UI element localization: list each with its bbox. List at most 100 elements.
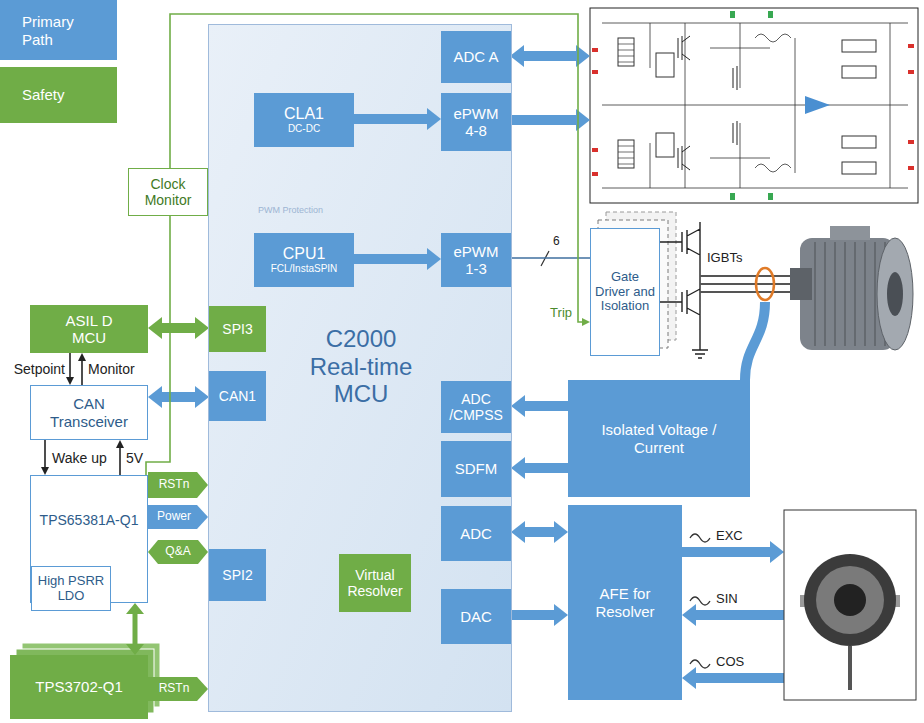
node-text: RSTn (150, 478, 198, 492)
cpu-core: CPU1FCL/InstaSPIN (254, 233, 354, 287)
arrowhead (41, 467, 49, 475)
node-text: ADC (445, 525, 507, 542)
node-text: SPI3 (213, 321, 262, 337)
node-text: High PSRR LDO (36, 574, 106, 604)
resolver-afe: AFE for Resolver (568, 505, 682, 700)
connector-line (511, 610, 556, 620)
can-port: CAN1 (209, 371, 266, 421)
motor-cable (745, 302, 765, 380)
arrowhead (554, 604, 568, 626)
connector-line (523, 527, 556, 537)
node-text: ePWM 4-8 (445, 105, 507, 140)
traction-motor (887, 272, 903, 316)
mcu-ground (208, 24, 512, 712)
text-group: ePWM 1-3 (445, 243, 507, 278)
node-text: ADC /CMPSS (445, 391, 507, 423)
arrow-shape (148, 472, 208, 498)
text-group: TPS65381A-Q1 (35, 512, 143, 528)
connector-line (146, 216, 170, 475)
connector (78, 353, 86, 385)
resolver-illustration (848, 646, 852, 690)
text-group: SPI2 (213, 567, 262, 583)
resolver-arrows (682, 541, 784, 563)
connector (354, 248, 441, 270)
legend-item: Primary Path (0, 0, 117, 60)
mcu-block: C2000 Real-time MCU ADC A CLA1DC-DC ePWM 4-… (208, 24, 512, 712)
arrowhead (148, 386, 162, 408)
text-group: CAN Transceiver (35, 395, 143, 430)
converter-schematic (590, 8, 918, 203)
connector-line (170, 14, 583, 322)
adc-block: ADC A (441, 31, 511, 83)
converter-schematic (730, 193, 735, 200)
node-text: ADC A (445, 48, 507, 65)
motor-cable (756, 268, 774, 300)
text-group: RSTn (150, 682, 206, 696)
converter-schematic (842, 66, 876, 78)
pmic-box: TPS65381A-Q1High PSRR LDO (30, 475, 148, 603)
gate-driver: Gate Driver and Isolation (590, 228, 660, 356)
node-text: CPU1 (258, 245, 350, 263)
igbt-symbol (660, 222, 708, 358)
text-group: ASIL D MCU (54, 312, 124, 347)
text-group: RSTn (150, 478, 206, 492)
text-group: Isolated Voltage / Current (597, 421, 722, 456)
reset-arrow: RSTn (148, 472, 208, 498)
qa-arrow: Q&A (148, 540, 208, 564)
arrowhead (126, 644, 144, 655)
annotation-label: PWM Protection (258, 205, 323, 215)
traction-motor (830, 226, 870, 240)
converter-schematic (618, 146, 634, 164)
converter-schematic (592, 172, 598, 176)
connector-line (523, 401, 568, 411)
text-group: DAC (445, 608, 507, 625)
arrowhead (195, 317, 209, 339)
text-group: SPI3 (213, 321, 262, 337)
node-text: CLA1 (258, 105, 350, 123)
converter-schematic (842, 136, 876, 148)
connector (511, 457, 568, 479)
node-text: Clock Monitor (133, 176, 203, 208)
annotation-label: IGBTs (707, 251, 742, 266)
arrowhead (195, 386, 209, 408)
text-group: AFE for Resolver (572, 585, 678, 620)
traction-motor (815, 242, 885, 346)
adc-cmpss-block: ADC /CMPSS (441, 381, 511, 433)
arrowhead (511, 395, 525, 417)
text-group: ePWM 4-8 (445, 105, 507, 140)
arrowhead (116, 440, 124, 448)
connector (511, 395, 568, 417)
traction-motor (877, 238, 913, 350)
cla-core: CLA1DC-DC (254, 93, 354, 147)
arrowhead (511, 457, 525, 479)
connector (148, 317, 209, 339)
connector-line (119, 447, 121, 475)
epwm-block: ePWM 4-8 (441, 93, 511, 151)
connector-line (81, 360, 83, 385)
converter-schematic (805, 96, 830, 114)
converter-schematic (730, 11, 735, 18)
node-text: TPS3702-Q1 (14, 678, 144, 695)
connector-line (160, 323, 197, 333)
connector (66, 353, 74, 385)
node-text: SPI2 (213, 567, 262, 583)
converter-schematic (656, 53, 674, 77)
text-group: C2000 Real-time MCU (297, 325, 425, 408)
ldo-box: High PSRR LDO (31, 566, 111, 611)
node-text: C2000 Real-time MCU (297, 325, 425, 408)
resolver-illustration (784, 510, 916, 700)
arrow-shape (148, 540, 208, 564)
connector-line (354, 254, 429, 264)
node-text: Virtual Resolver (343, 567, 407, 599)
node-text: DC-DC (258, 123, 350, 135)
resolver-illustration (816, 566, 884, 634)
adc-block: ADC (441, 506, 511, 561)
arrowhead (554, 521, 568, 543)
annotation-label: COS (716, 655, 744, 670)
can-transceiver: CAN Transceiver (30, 385, 148, 440)
arrowhead (427, 248, 441, 270)
reset-arrow: RSTn (148, 677, 208, 701)
connector (146, 216, 170, 475)
igbt-symbol (660, 222, 708, 358)
